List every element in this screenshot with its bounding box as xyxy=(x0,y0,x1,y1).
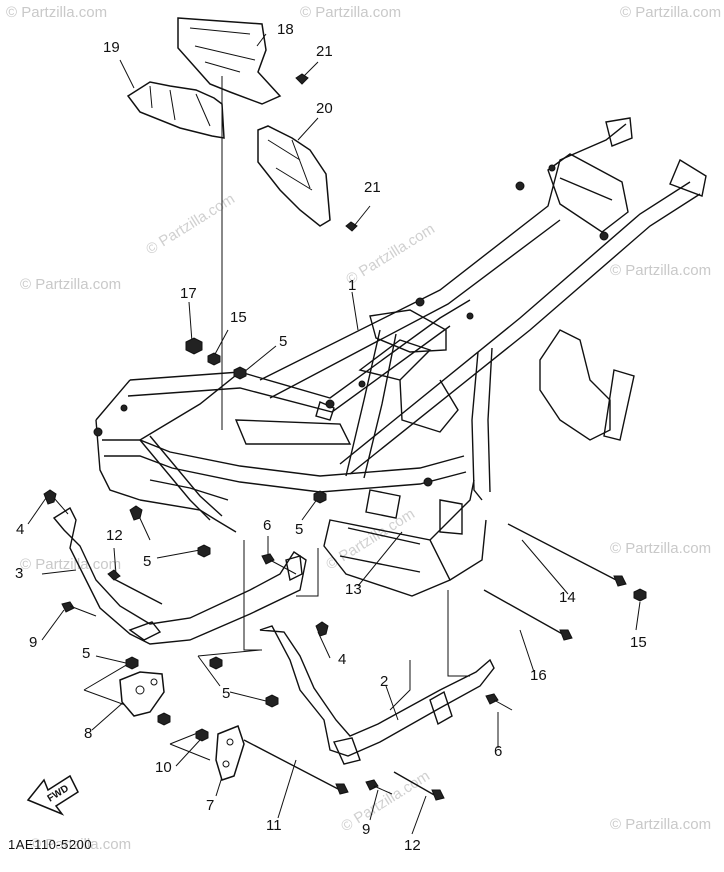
rear-bracket-2 xyxy=(259,625,495,765)
callout-6: 6 xyxy=(494,743,503,760)
callout-5: 5 xyxy=(295,521,304,538)
watermark: © Partzilla.com xyxy=(610,540,712,557)
callout-5: 5 xyxy=(143,553,152,570)
callout-5: 5 xyxy=(279,333,288,350)
nut-15 xyxy=(633,588,647,602)
callout-15: 15 xyxy=(630,634,647,651)
watermark: © Partzilla.com xyxy=(610,816,712,833)
callout-21: 21 xyxy=(316,43,333,60)
bolt-21 xyxy=(295,73,309,85)
bolt-5 xyxy=(125,656,139,670)
callout-7: 7 xyxy=(206,797,215,814)
side-cover-20 xyxy=(257,125,331,227)
callout-17: 17 xyxy=(180,285,197,302)
bolt-9 xyxy=(365,779,379,791)
engine-bolts xyxy=(107,523,627,801)
watermark: © Partzilla.com xyxy=(610,262,712,279)
bolt-21 xyxy=(345,221,358,232)
main-frame xyxy=(95,117,707,597)
fwd-arrow-icon: FWD xyxy=(26,774,79,816)
catalog-code: 1AE110-5200 xyxy=(8,837,93,852)
callout-15: 15 xyxy=(230,309,247,326)
nut-17 xyxy=(185,337,203,355)
callout-4: 4 xyxy=(338,651,347,668)
callout-5: 5 xyxy=(222,685,231,702)
bolt-5 xyxy=(233,366,247,380)
callout-3: 3 xyxy=(15,565,24,582)
watermark: © Partzilla.com xyxy=(30,836,132,853)
nut-10 xyxy=(195,728,209,742)
watermark: © Partzilla.com xyxy=(6,4,108,21)
watermark: © Partzilla.com xyxy=(620,4,722,21)
callout-1: 1 xyxy=(348,277,357,294)
watermark: © Partzilla.com xyxy=(143,190,238,258)
callout-16: 16 xyxy=(530,667,547,684)
bolt-4 xyxy=(43,489,57,505)
callout-12: 12 xyxy=(106,527,123,544)
callout-4: 4 xyxy=(16,521,25,538)
callout-20: 20 xyxy=(316,100,333,117)
bolt-5 xyxy=(197,544,211,558)
callout-19: 19 xyxy=(103,39,120,56)
callout-14: 14 xyxy=(559,589,576,606)
bolt-6 xyxy=(485,693,499,705)
watermark: © Partzilla.com xyxy=(343,220,438,288)
bolt-5 xyxy=(209,656,223,670)
callout-6: 6 xyxy=(263,517,272,534)
callout-9: 9 xyxy=(29,634,38,651)
bolt-4 xyxy=(315,621,329,637)
callout-8: 8 xyxy=(84,725,93,742)
callout-13: 13 xyxy=(345,581,362,598)
watermark: © Partzilla.com xyxy=(338,767,433,835)
callout-2: 2 xyxy=(380,673,389,690)
watermark: © Partzilla.com xyxy=(20,556,122,573)
watermark: © Partzilla.com xyxy=(20,276,122,293)
bolt-5 xyxy=(265,694,279,708)
bolt-5 xyxy=(129,505,143,521)
bolt-5 xyxy=(313,490,327,504)
callout-9: 9 xyxy=(362,821,371,838)
front-bracket-3 xyxy=(52,506,307,645)
callout-21: 21 xyxy=(364,179,381,196)
callout-12: 12 xyxy=(404,837,421,854)
bolt-6 xyxy=(261,553,275,565)
side-cover-19 xyxy=(126,81,225,139)
callout-5: 5 xyxy=(82,645,91,662)
callout-11: 11 xyxy=(266,817,282,834)
watermark: © Partzilla.com xyxy=(300,4,402,21)
nut-10 xyxy=(157,712,171,726)
callout-10: 10 xyxy=(155,759,172,776)
nut-15 xyxy=(207,352,221,366)
callout-18: 18 xyxy=(277,21,294,38)
mount-plate-7 xyxy=(215,725,245,781)
